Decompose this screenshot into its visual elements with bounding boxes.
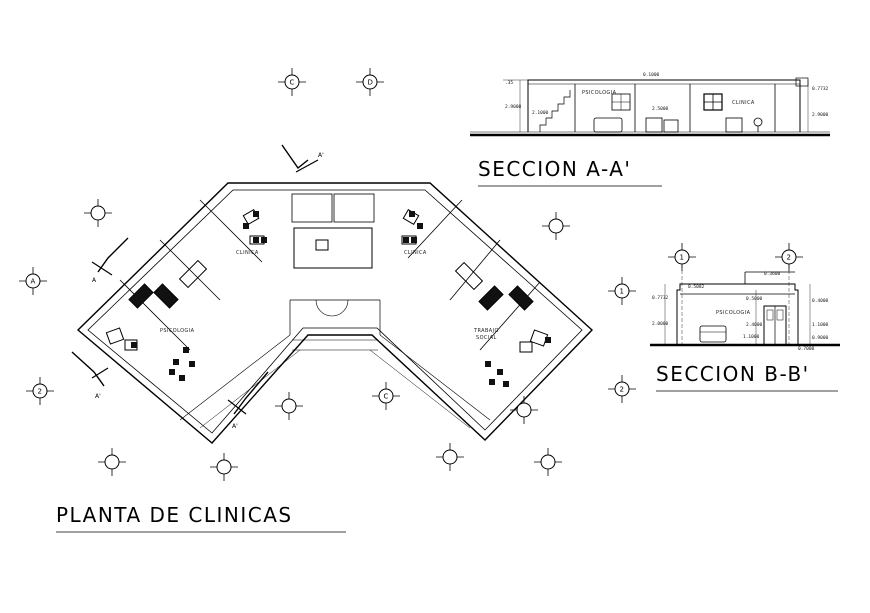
section-a-dim-top-right: 0.7732 [812, 86, 829, 92]
section-b-dim-left-side: 0.7732 [652, 295, 669, 301]
section-b-dim-right-b: 0.9000 [812, 335, 829, 341]
section-a-room-clinica: CLINICA [732, 100, 755, 106]
section-a-room-psicologia: PSICOLOGIA [582, 90, 617, 96]
section-a-dim-top-left: .35 [505, 80, 513, 86]
section-b-dim-mid-c: 2.4000 [746, 322, 763, 328]
axis-bubble-bottom-left [97, 447, 127, 477]
section-a-dim-height-right: 2.9000 [812, 112, 829, 118]
axis-label-top-left: C [290, 79, 295, 87]
cut-label-a-top: A' [318, 152, 324, 159]
section-b-dim-mid-a: 0.5000 [746, 296, 763, 302]
section-b-dim-right-a: 1.1000 [812, 322, 829, 328]
section-b-title: SECCION B-B' [656, 362, 810, 386]
axis-label-left-low: 2 [38, 388, 42, 396]
section-a-dim-height-left: 2.9000 [505, 104, 522, 110]
axis-label-bottom-center: C [384, 393, 389, 401]
axis-bubble-bottom-right [533, 447, 563, 477]
axis-label-top-right: D [368, 79, 373, 87]
axis-label-left-mid: A [31, 278, 36, 286]
section-a-dim-height-inner: 2.1000 [532, 110, 549, 116]
section-b-dim-left-top: 0.5082 [688, 284, 705, 290]
plan-title: PLANTA DE CLINICAS [56, 503, 293, 527]
section-b-dim-mid-b: 1.1000 [743, 334, 760, 340]
plan-room-psicologia: PSICOLOGIA [160, 328, 195, 334]
section-b-dim-right-top: 0.4000 [812, 298, 829, 304]
section-a-dim-top-mid: 0.1000 [643, 72, 660, 78]
floor-plan [76, 182, 594, 444]
axis-bubble-nw [83, 198, 113, 228]
axis-bubble-bottom-a [209, 452, 239, 482]
section-a-drawing [470, 77, 830, 137]
cut-marker-a-left [91, 237, 129, 276]
section-b-drawing [650, 242, 840, 347]
section-b-axis-1: 1 [680, 254, 684, 262]
axis-bubble-bottom-1 [274, 391, 304, 421]
axis-bubble-ne [541, 211, 571, 241]
cut-marker-a-bottom-left [71, 351, 109, 387]
plan-room-trabajo-1: TRABAJO [473, 328, 499, 334]
section-b-dim-left-height: 2.0000 [652, 321, 669, 327]
axis-label-right-low: 2 [620, 386, 624, 394]
section-b-axis-2: 2 [787, 254, 791, 262]
cut-marker-a-bottom [227, 371, 269, 415]
cut-label-a-bottom-left: A' [95, 393, 101, 400]
cut-label-a-bottom: A' [232, 423, 238, 430]
cut-marker-a-top [281, 144, 319, 173]
axis-label-right-mid: 1 [620, 288, 624, 296]
section-b-dim-top: 0.3600 [764, 271, 781, 277]
section-b-dim-right-c: 0.7000 [798, 346, 815, 352]
section-a-title: SECCION A-A' [478, 157, 631, 181]
cut-label-a-left: A [92, 277, 97, 284]
plan-room-trabajo-2: SOCIAL [476, 335, 497, 341]
section-b-room-psicologia: PSICOLOGIA [716, 310, 751, 316]
axis-bubble-bottom-mid-right [435, 442, 465, 472]
plan-room-clinica-right: CLINICA [404, 250, 427, 256]
section-a-dim-height-mid: 2.5000 [652, 106, 669, 112]
plan-room-clinica-left: CLINICA [236, 250, 259, 256]
